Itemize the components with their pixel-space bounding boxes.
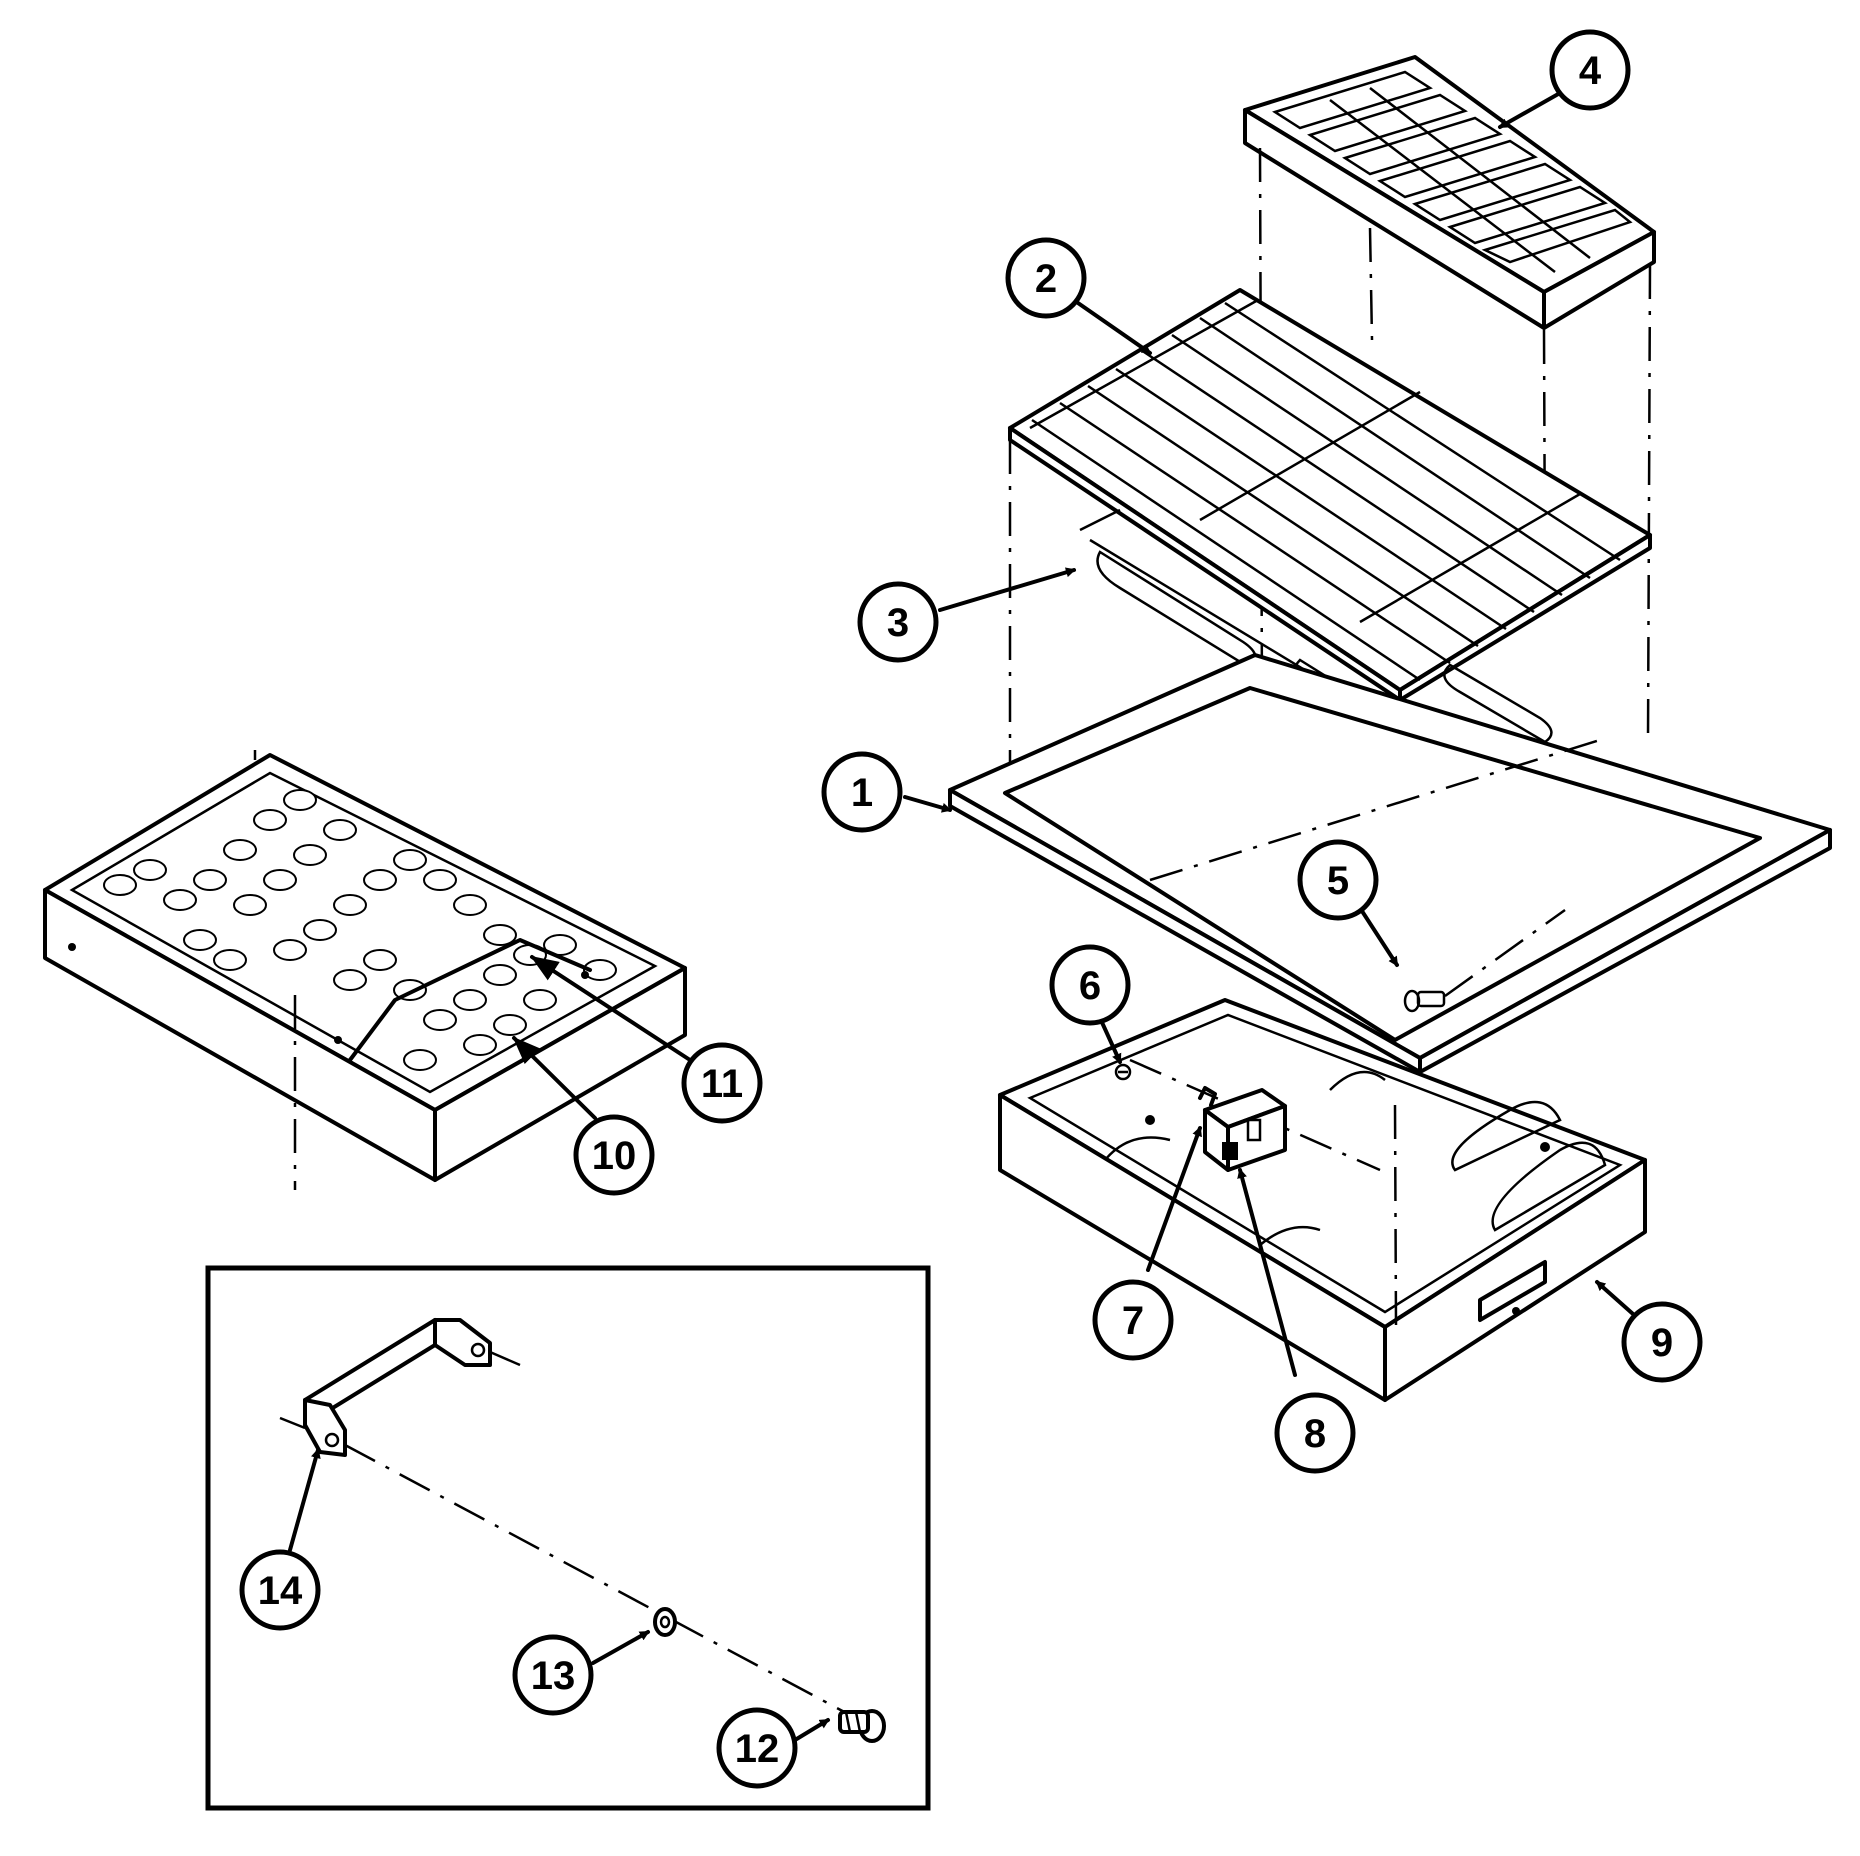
washer-part-13 (653, 1607, 677, 1637)
callout-1: 1 (821, 751, 903, 833)
callout-5-label: 5 (1327, 859, 1349, 903)
callout-4-label: 4 (1579, 49, 1602, 93)
callout-10-label: 10 (592, 1134, 637, 1178)
drip-pan-part-9 (998, 998, 1647, 1402)
callout-14-label: 14 (258, 1569, 303, 1613)
mounting-bracket-part-14 (279, 1318, 521, 1457)
leader-11 (530, 955, 692, 1062)
leader-12 (793, 1718, 830, 1742)
grille-part-4 (1243, 55, 1656, 741)
screw-part-12 (838, 1709, 886, 1743)
callout-11-label: 11 (701, 1062, 743, 1106)
frame-part-1 (948, 653, 1832, 1074)
leader-8 (1237, 1168, 1297, 1377)
leader-arrows (288, 91, 1644, 1742)
callout-9: 9 (1621, 1301, 1703, 1383)
callout-7: 7 (1092, 1279, 1174, 1361)
detail-inset (205, 1265, 931, 1811)
rock-tray-part-10 (43, 750, 687, 1190)
leader-4 (1498, 91, 1562, 129)
callout-5: 5 (1297, 839, 1379, 921)
leader-13 (591, 1630, 650, 1665)
terminal-block-part-8 (1203, 1088, 1287, 1172)
callout-9-label: 9 (1651, 1321, 1673, 1365)
callout-8: 8 (1274, 1392, 1356, 1474)
callout-3: 3 (857, 581, 939, 663)
callout-1-label: 1 (851, 771, 873, 815)
callout-6-label: 6 (1079, 964, 1101, 1008)
callout-3-label: 3 (887, 601, 909, 645)
clip-part-6 (1114, 1063, 1132, 1081)
callout-14: 14 (239, 1549, 321, 1631)
callout-6: 6 (1049, 944, 1131, 1026)
leader-7 (1146, 1126, 1202, 1272)
callout-4: 4 (1549, 29, 1631, 111)
leader-6 (1098, 1016, 1122, 1064)
callout-8-label: 8 (1304, 1412, 1326, 1456)
screw-part-5 (1403, 908, 1566, 1013)
bracket-part-7 (1198, 1086, 1217, 1107)
callout-12: 12 (716, 1707, 798, 1789)
callout-2-label: 2 (1035, 257, 1057, 301)
callout-13: 13 (512, 1634, 594, 1716)
callout-13-label: 13 (531, 1654, 576, 1698)
leader-1 (903, 795, 952, 813)
callout-2: 2 (1005, 237, 1087, 319)
leader-10 (512, 1036, 597, 1120)
leader-14 (288, 1448, 321, 1552)
leader-3 (938, 567, 1076, 612)
leader-5 (1358, 906, 1399, 967)
rock-divider-part-11 (348, 938, 592, 1062)
grate-part-2 (1008, 288, 1652, 1041)
callout-12-label: 12 (735, 1727, 780, 1771)
leader-2 (1076, 301, 1152, 355)
callout-11: 11 (681, 1042, 763, 1124)
callout-7-label: 7 (1122, 1299, 1144, 1343)
callout-10: 10 (573, 1114, 655, 1196)
